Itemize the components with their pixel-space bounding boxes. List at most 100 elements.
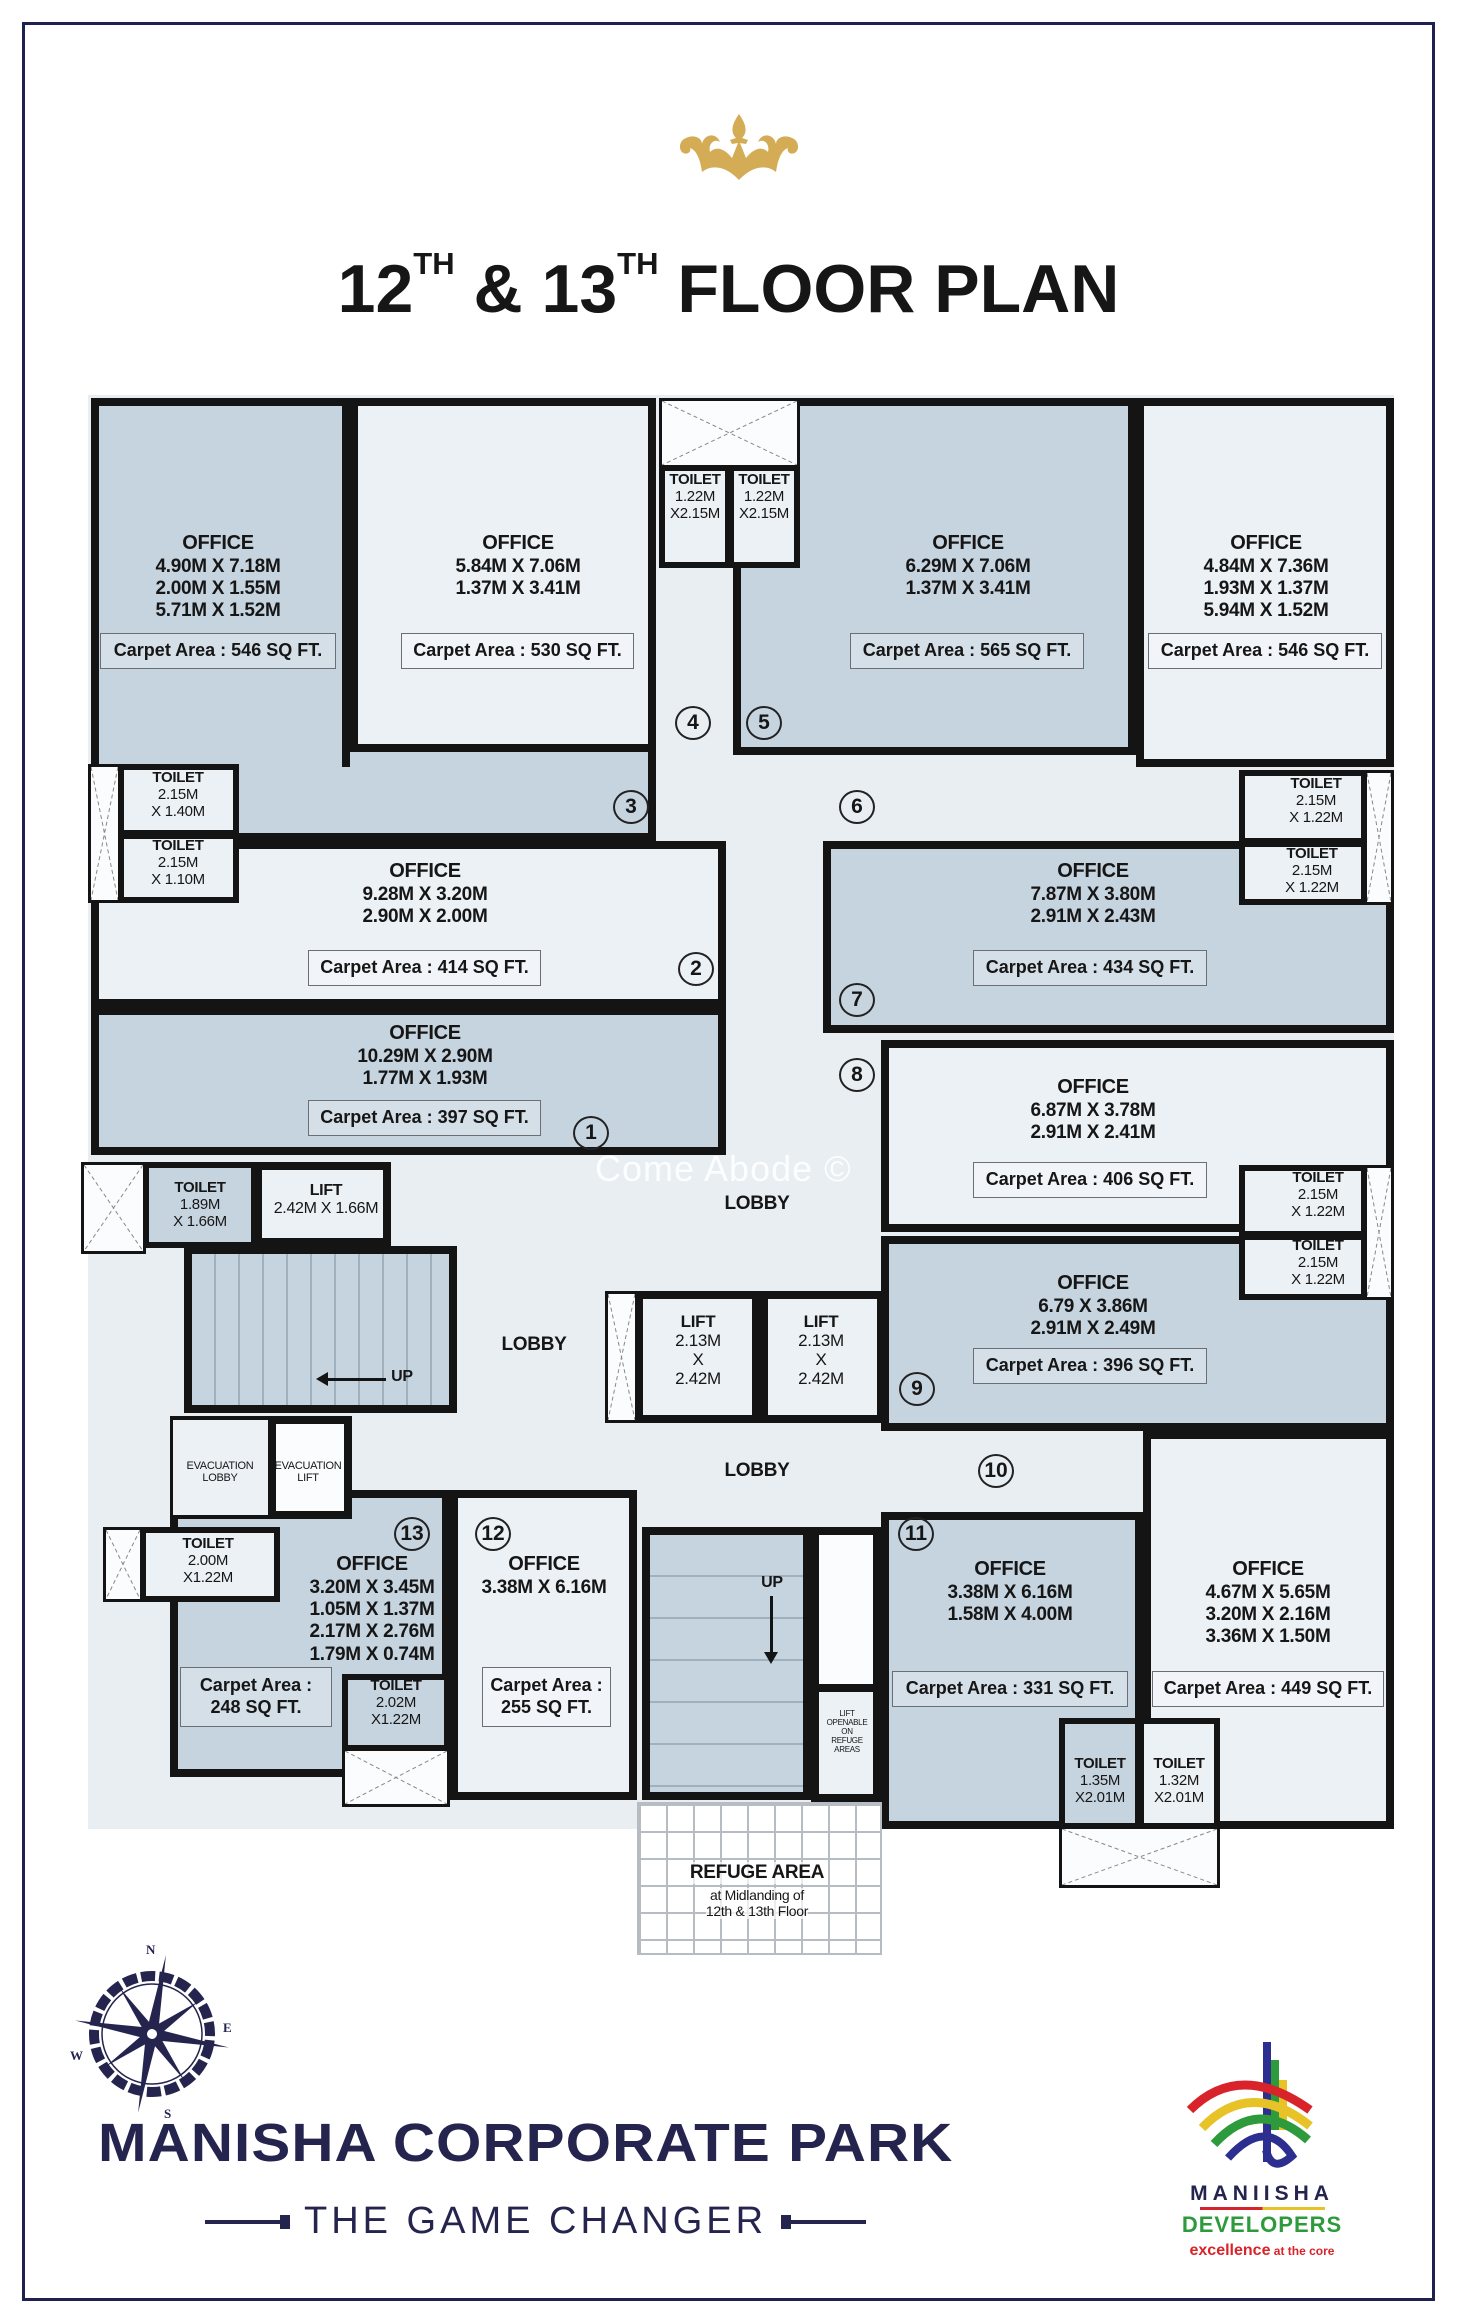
office-3[interactable]	[91, 398, 350, 767]
lobby-label: LOBBY	[724, 1193, 789, 1215]
lift-openable-label-line: OPENABLE	[826, 1717, 868, 1727]
unit-number-badge[interactable]: 3	[613, 790, 649, 824]
service-shaft	[103, 1527, 143, 1602]
toilet-label-line: TOILET	[669, 471, 721, 488]
shaft-cross-icon	[106, 1530, 140, 1599]
toilet-label-line: X 1.10M	[151, 870, 205, 888]
toilet-label-line: TOILET	[1290, 775, 1342, 792]
office-label-line: 5.71M X 1.52M	[155, 600, 281, 622]
office-label-line: OFFICE	[932, 532, 1004, 554]
office-label-line: 6.87M X 3.78M	[1030, 1099, 1156, 1121]
office-4[interactable]	[350, 398, 656, 752]
office-label-line: 10.29M X 2.90M	[357, 1045, 493, 1067]
lift-label-line: LIFT	[803, 1312, 839, 1331]
tagline-rule	[781, 2214, 867, 2229]
carpet-area-box: Carpet Area : 414 SQ FT.	[308, 950, 541, 986]
developer-rule	[1200, 2207, 1325, 2210]
toilet-label-line: 1.22M	[743, 487, 785, 505]
unit-number-badge[interactable]: 2	[678, 952, 714, 986]
office-8[interactable]	[881, 1040, 1394, 1232]
toilet-label-line: TOILET	[370, 1677, 422, 1694]
office-label-line: 9.28M X 3.20M	[362, 883, 488, 905]
office-label-line: 2.00M X 1.55M	[155, 578, 281, 599]
evacuation-lobby-label-line: EVACUATION	[186, 1460, 254, 1472]
toilet-label-line: 2.02M	[375, 1693, 417, 1711]
toilet-label-line: X2.01M	[1075, 1788, 1125, 1806]
refuge-sub-label-line: 12th & 13th Floor	[705, 1902, 809, 1919]
carpet-area-box: Carpet Area : 530 SQ FT.	[401, 633, 634, 669]
lift-label-line: 2.42M	[798, 1369, 844, 1389]
unit-number-badge[interactable]: 7	[839, 983, 875, 1017]
lift-label-line: 2.13M	[675, 1331, 721, 1351]
shaft-cross-icon	[1062, 1829, 1217, 1885]
unit-number-badge[interactable]: 5	[746, 706, 782, 740]
compass-s: S	[164, 2106, 171, 2120]
toilet-label-line: 2.15M	[157, 785, 199, 803]
evacuation-lift-label-line: EVACUATION	[274, 1460, 342, 1472]
crown-icon	[679, 114, 799, 180]
unit-number-badge[interactable]: 12	[475, 1517, 511, 1551]
tagline-rule	[205, 2214, 290, 2229]
unit-number-badge[interactable]: 6	[839, 790, 875, 824]
toilet-label-line: TOILET	[1153, 1755, 1205, 1772]
toilet	[143, 1162, 257, 1248]
unit-number-badge[interactable]: 8	[839, 1058, 875, 1092]
toilet-label-line: X 1.22M	[1289, 808, 1343, 826]
office-5[interactable]	[733, 398, 1136, 755]
office-label-line: 1.37M X 3.41M	[455, 578, 581, 599]
office-label-line: 5.84M X 7.06M	[455, 555, 581, 577]
shaft-cross-icon	[345, 1751, 447, 1804]
shaft-cross-icon	[1367, 773, 1391, 902]
carpet-area-box: Carpet Area : 248 SQ FT.	[180, 1667, 332, 1727]
evacuation-lift	[268, 1416, 352, 1519]
office-label-line: OFFICE	[1232, 1558, 1304, 1580]
unit-number-badge[interactable]: 9	[899, 1372, 935, 1406]
staircase-left	[184, 1246, 457, 1413]
toilet-label-line: TOILET	[1286, 845, 1338, 862]
compass-n: N	[146, 1942, 156, 1957]
tagline-text: THE GAME CHANGER	[304, 2200, 768, 2242]
unit-number-badge[interactable]: 4	[675, 706, 711, 740]
unit-number-badge[interactable]: 1	[573, 1116, 609, 1150]
office-label-line: 1.37M X 3.41M	[905, 578, 1031, 599]
toilet-label-line: X2.15M	[739, 504, 789, 522]
evacuation-lobby	[170, 1416, 275, 1519]
toilet-label-line: TOILET	[152, 769, 204, 786]
office-label-line: 7.87M X 3.80M	[1030, 883, 1156, 905]
office-6[interactable]	[1136, 398, 1394, 767]
unit-number-badge[interactable]: 10	[978, 1454, 1014, 1488]
watermark: Come Abode ©	[595, 1148, 852, 1189]
tagline: THE GAME CHANGER	[205, 2200, 867, 2243]
lift-label-line: LIFT	[680, 1312, 716, 1331]
developer-subtitle: DEVELOPERS	[1181, 2212, 1343, 2237]
lift-right	[760, 1291, 885, 1423]
refuge-label: REFUGE AREA	[689, 1862, 824, 1885]
compass-icon: N E S W	[70, 1942, 232, 2120]
lift-openable-label-line: REFUGE	[831, 1735, 863, 1745]
toilet-label-line: TOILET	[1292, 1237, 1344, 1254]
title-part: FLOOR PLAN	[658, 251, 1120, 327]
office-label-line: 1.77M X 1.93M	[362, 1068, 488, 1089]
office-1[interactable]	[91, 1007, 726, 1155]
office-label-line: OFFICE	[1230, 532, 1302, 554]
slogan-rest: at the core	[1270, 2244, 1335, 2258]
carpet-area-box: Carpet Area : 449 SQ FT.	[1152, 1671, 1384, 1707]
office-label-line: 4.84M X 7.36M	[1203, 555, 1329, 577]
unit-number-badge[interactable]: 11	[898, 1517, 934, 1551]
unit-number-badge[interactable]: 13	[394, 1517, 430, 1551]
service-shaft	[81, 1162, 146, 1254]
shaft-cross-icon	[91, 767, 118, 900]
carpet-area-box: Carpet Area : 546 SQ FT.	[1148, 633, 1382, 669]
